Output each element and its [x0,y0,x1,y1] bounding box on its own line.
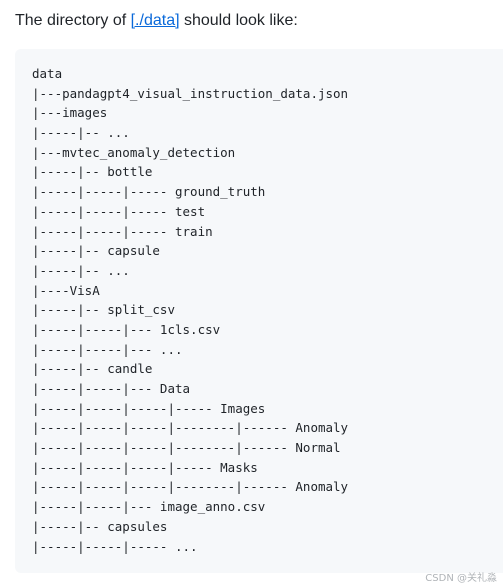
code-line: |-----|-----|----- ground_truth [32,184,266,200]
code-line: |-----|-----|--- ... [32,341,183,357]
code-lines: data |---pandagpt4_visual_instruction_dat… [32,64,348,556]
code-line: |-----|-----|----- ... [32,538,198,554]
code-line: |-----|-----|-----|----- Masks [32,459,258,475]
code-line: |---images [32,105,108,121]
code-line: |---pandagpt4_visual_instruction_data.js… [32,85,349,101]
code-line: |-----|-----|-----|--------|------ Norma… [32,440,341,456]
code-line: |-----|-----|----- train [32,223,213,239]
code-line: |-----|-- ... [32,125,130,141]
intro-text-before: The directory of [15,12,131,29]
code-line: data [32,66,63,81]
code-line: |-----|-----|--- Data [32,381,191,396]
code-line: |-----|-- capsule [32,243,160,259]
code-line: |-----|-- capsules [32,518,168,534]
data-directory-link[interactable]: [./data] [130,12,180,29]
intro-text-after: should look like: [179,12,298,29]
code-line: |-----|-----|-----|--------|------ Anoma… [32,479,349,495]
code-line: |-----|-----|-----|----- Images [32,400,266,416]
code-line: |-----|-----|--- image_anno.csv [32,499,266,515]
code-line: |-----|-----|----- test [32,203,206,219]
code-line: |----VisA [32,282,100,298]
code-line: |-----|-- bottle [32,164,153,180]
code-line: |---mvtec_anomaly_detection [32,144,236,160]
code-line: |-----|-----|--- 1cls.csv [32,321,221,337]
watermark: CSDN @关礼淼 [425,573,497,584]
code-line: |-----|-- ... [32,262,130,278]
code-line: |-----|-- split_csv [32,302,175,318]
intro-paragraph: The directory of [./data] should look li… [15,9,298,33]
code-line: |-----|-----|-----|--------|------ Anoma… [32,420,349,436]
code-line: |-----|-- candle [32,361,153,377]
code-block: data |---pandagpt4_visual_instruction_dat… [15,49,503,573]
